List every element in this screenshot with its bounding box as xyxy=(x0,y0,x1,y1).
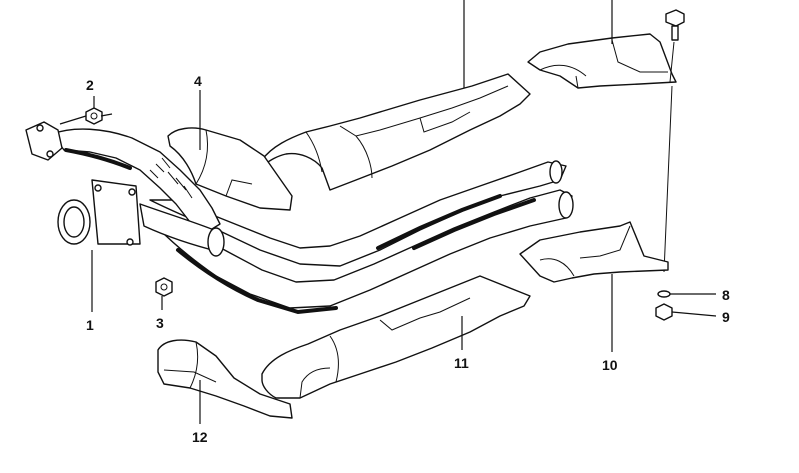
front-pipe-flex xyxy=(25,121,221,235)
nut-2 xyxy=(85,107,103,125)
callout-1: 1 xyxy=(86,317,94,333)
washer-8 xyxy=(657,290,671,298)
callout-11: 11 xyxy=(454,355,469,371)
leader-2-tail xyxy=(59,115,87,125)
callout-12: 12 xyxy=(192,429,208,445)
leader-2-right xyxy=(100,113,113,117)
heat-shield-top-right xyxy=(527,33,677,89)
heat-shield-4 xyxy=(167,127,293,211)
callout-10: 10 xyxy=(602,357,618,373)
heat-shield-12 xyxy=(157,339,293,419)
callout-4: 4 xyxy=(194,73,202,89)
callout-2: 2 xyxy=(86,77,94,93)
callout-8: 8 xyxy=(722,287,730,303)
callout-3: 3 xyxy=(156,315,164,331)
heat-shield-10 xyxy=(519,221,669,283)
callout-labels: 2 4 1 3 8 9 10 11 12 xyxy=(86,73,730,445)
leader-9 xyxy=(671,311,717,317)
pipe-section-1 xyxy=(57,179,225,257)
heat-shield-11 xyxy=(261,275,531,399)
heat-shield-upper-long xyxy=(261,73,531,191)
nut-9 xyxy=(655,303,673,321)
bolt-top xyxy=(663,9,685,273)
callout-9: 9 xyxy=(722,309,730,325)
leader-lines xyxy=(59,0,717,424)
nut-3 xyxy=(155,277,173,297)
